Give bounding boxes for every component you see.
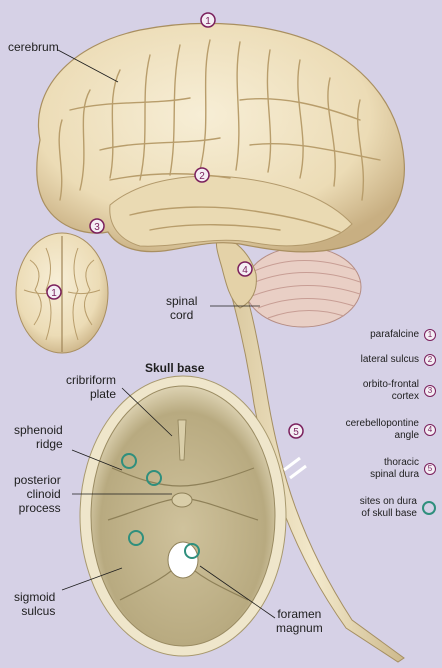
label-skull-base: Skull base — [145, 361, 205, 375]
legend-text: lateral sulcus — [360, 354, 419, 365]
label-sphenoid-ridge: sphenoid ridge — [14, 423, 63, 451]
dura-ring-sphenoid-right — [146, 470, 162, 486]
legend-marker: 4 — [424, 424, 436, 436]
label-cribriform-plate: cribriform plate — [66, 373, 116, 401]
label-sigmoid-sulcus: sigmoid sulcus — [14, 590, 56, 618]
crista-galli — [177, 419, 187, 461]
legend-item-4: cerebellopontine angle 4 — [346, 418, 436, 442]
site-marker-3: 3 — [89, 218, 105, 234]
legend-text: sites on dura of skull base — [359, 496, 417, 519]
spinal-cord — [225, 267, 405, 663]
dura-ring-foramen — [184, 543, 200, 559]
dura-ring-sphenoid-left — [121, 453, 137, 469]
svg-text:3: 3 — [94, 222, 100, 233]
site-marker-4: 4 — [237, 261, 253, 277]
dura-rings — [121, 453, 200, 559]
cerebellum — [244, 246, 362, 328]
legend-marker: 2 — [424, 354, 436, 366]
legend-marker: 1 — [424, 329, 436, 341]
label-foramen-magnum: foramen magnum — [276, 607, 323, 635]
svg-text:2: 2 — [199, 171, 205, 182]
foramen-magnum-shape — [167, 541, 199, 579]
spinal-cord-break — [283, 456, 307, 480]
legend-item-dura: sites on dura of skull base — [360, 496, 436, 520]
legend-marker: 3 — [424, 385, 436, 397]
top-view-gyri — [23, 247, 101, 341]
cerebellum-folia — [249, 259, 361, 319]
svg-text:1: 1 — [205, 16, 211, 27]
site-marker-2: 2 — [194, 167, 210, 183]
site-marker-5: 5 — [288, 423, 304, 439]
legend-text: thoracic spinal dura — [370, 457, 419, 480]
sella — [171, 492, 193, 508]
leader-lines — [57, 49, 276, 619]
legend-item-3: orbito-frontal cortex 3 — [363, 379, 436, 403]
dura-ring-sigmoid — [128, 530, 144, 546]
skull-inner — [90, 385, 276, 647]
legend-text: cerebellopontine angle — [345, 418, 419, 441]
legend-marker: 5 — [424, 463, 436, 475]
legend-ring-icon — [422, 501, 436, 515]
svg-text:1: 1 — [51, 288, 57, 299]
svg-text:4: 4 — [242, 265, 248, 276]
legend-item-1: parafalcine 1 — [370, 329, 436, 341]
label-posterior-clinoid: posterior clinoid process — [14, 473, 61, 515]
legend-item-5: thoracic spinal dura 5 — [370, 457, 436, 481]
label-spinal-cord: spinal cord — [166, 294, 198, 322]
label-cerebrum: cerebrum — [8, 40, 59, 54]
legend-text: parafalcine — [370, 329, 419, 340]
svg-text:5: 5 — [293, 427, 299, 438]
brainstem — [215, 231, 257, 309]
gyri-lines — [58, 39, 381, 233]
site-marker-1: 1 — [200, 12, 216, 28]
site-marker-1-top-view: 1 — [46, 284, 62, 300]
legend-item-2: lateral sulcus 2 — [361, 354, 436, 366]
legend-text: orbito-frontal cortex — [362, 379, 419, 402]
